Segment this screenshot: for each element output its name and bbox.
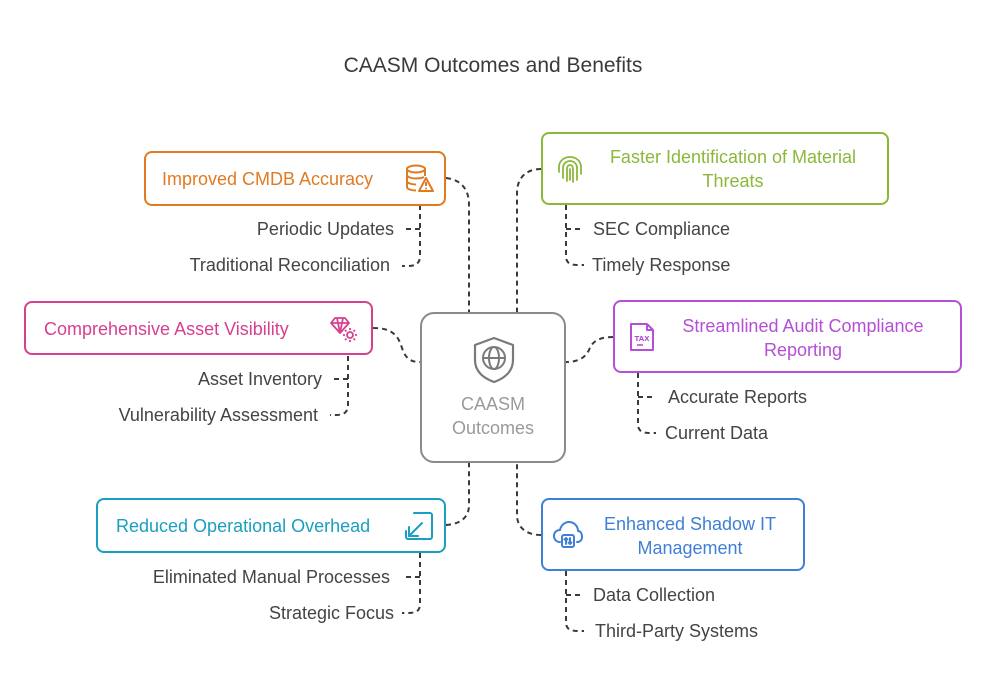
cloud-transfer-icon (553, 520, 583, 550)
shrink-arrow-icon (404, 511, 434, 541)
sub-item-current-data: Current Data (665, 423, 769, 443)
branch-label-shadow-line1: Enhanced Shadow IT (603, 514, 777, 534)
sub-item-third-party-systems: Third-Party Systems (595, 621, 759, 641)
shield-globe-icon (471, 336, 517, 384)
branch-label-shadow-line2: Management (637, 538, 743, 558)
branch-card-cmdb: Improved CMDB Accuracy (144, 151, 446, 206)
sub-item-accurate-reports: Accurate Reports (668, 387, 808, 407)
center-label-line1: CAASM (460, 394, 525, 414)
sub-item-asset-inventory: Asset Inventory (197, 369, 322, 389)
diagram-title: CAASM Outcomes and Benefits (343, 54, 643, 77)
branch-label-cmdb: Improved CMDB Accuracy (162, 169, 374, 189)
branch-label-audit-line2: Reporting (763, 340, 843, 360)
center-node: CAASM Outcomes (420, 312, 566, 463)
sub-item-sec-compliance: SEC Compliance (593, 219, 731, 239)
connector-cmdb (445, 177, 470, 312)
branch-card-visibility: Comprehensive Asset Visibility (24, 301, 373, 355)
database-warning-icon (404, 164, 434, 194)
sub-item-timely-response: Timely Response (592, 255, 731, 275)
gems-gear-icon (329, 314, 359, 344)
branch-label-threats-line2: Threats (702, 171, 764, 191)
center-label-line2: Outcomes (451, 418, 535, 438)
svg-text:TAX: TAX (634, 335, 650, 343)
branch-card-shadow: Enhanced Shadow IT Management (541, 498, 805, 571)
branch-label-overhead: Reduced Operational Overhead (116, 516, 371, 536)
sub-item-eliminated-manual-processes: Eliminated Manual Processes (152, 567, 390, 587)
connector-overhead (445, 463, 470, 526)
sub-item-traditional-reconciliation: Traditional Reconciliation (189, 255, 390, 275)
fingerprint-icon (555, 154, 585, 184)
sub-item-vulnerability-assessment: Vulnerability Assessment (118, 405, 318, 425)
branch-card-threats: Faster Identification of Material Threat… (541, 132, 889, 205)
branch-label-visibility: Comprehensive Asset Visibility (44, 319, 289, 339)
connector-shadow (516, 463, 542, 536)
connector-threats (516, 168, 542, 312)
branch-card-overhead: Reduced Operational Overhead (96, 498, 446, 553)
sub-item-periodic-updates: Periodic Updates (256, 219, 394, 239)
tax-document-icon: TAX (627, 322, 657, 352)
branch-card-audit: TAX Streamlined Audit Compliance Reporti… (613, 300, 962, 373)
sub-item-data-collection: Data Collection (593, 585, 716, 605)
sub-item-strategic-focus: Strategic Focus (268, 603, 394, 623)
connector-audit (565, 336, 614, 363)
branch-label-threats-line1: Faster Identification of Material (609, 147, 857, 167)
connector-visibility (372, 327, 421, 363)
branch-label-audit-line1: Streamlined Audit Compliance (682, 316, 924, 336)
